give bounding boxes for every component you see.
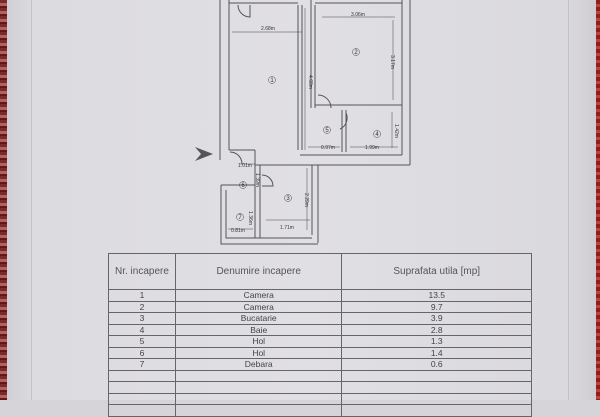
empty-cell xyxy=(174,392,343,405)
room-area-table: Nr. incapere Denumire incapere Suprafata… xyxy=(108,253,532,417)
cell-area: 1.3 xyxy=(341,335,532,348)
empty-cell xyxy=(108,404,176,417)
empty-cell xyxy=(341,381,532,394)
paper-fold-line xyxy=(31,0,32,400)
room-number: 4 xyxy=(375,132,379,138)
cell-nr: 3 xyxy=(108,312,176,325)
empty-table-row xyxy=(108,369,532,382)
empty-cell xyxy=(108,392,176,405)
dimension-label: 1.99m xyxy=(365,145,379,151)
room-number: 7 xyxy=(238,215,242,221)
empty-table-row xyxy=(108,404,532,417)
empty-cell xyxy=(108,369,176,382)
dimension-label: 1.01m xyxy=(238,163,252,169)
paper-fold-line xyxy=(568,0,569,400)
cell-nr: 2 xyxy=(108,300,176,313)
carpet-background-left xyxy=(0,0,7,400)
cell-name: Bucatarie xyxy=(174,312,343,325)
dimension-label: 3.06m xyxy=(351,12,365,18)
empty-cell xyxy=(341,392,532,405)
room-number: 2 xyxy=(354,50,358,56)
dimension-label: 0.81m xyxy=(231,228,245,234)
cell-nr: 4 xyxy=(108,323,176,336)
cell-name: Camera xyxy=(174,300,343,313)
empty-cell xyxy=(341,404,532,417)
cell-name: Debara xyxy=(174,358,343,371)
dimension-label: 1.36m xyxy=(247,211,253,225)
cell-nr: 7 xyxy=(108,358,176,371)
room-number: 5 xyxy=(325,128,329,134)
entrance-arrow-icon xyxy=(195,147,213,161)
empty-cell xyxy=(174,381,343,394)
dimension-label: 1.42m xyxy=(393,124,399,138)
room-number: 3 xyxy=(286,196,290,202)
dimension-label: 1.71m xyxy=(280,225,294,231)
empty-table-row xyxy=(108,392,532,405)
carpet-background-right xyxy=(596,0,600,400)
cell-name: Baie xyxy=(174,323,343,336)
header-usable-area: Suprafata utila [mp] xyxy=(341,253,532,290)
dimension-label: 1.39m xyxy=(254,173,260,187)
dimension-label: 4.68m xyxy=(307,75,313,89)
dimension-label: 2.68m xyxy=(261,26,275,32)
cell-name: Hol xyxy=(174,346,343,359)
empty-cell xyxy=(174,404,343,417)
empty-table-row xyxy=(108,381,532,394)
cell-area: 9.7 xyxy=(341,300,532,313)
header-room-name: Denumire incapere xyxy=(174,253,343,290)
cell-nr: 5 xyxy=(108,335,176,348)
room-number: 6 xyxy=(241,183,245,189)
cell-area: 13.5 xyxy=(341,289,532,302)
dimension-label: 3.17m xyxy=(389,55,395,69)
empty-cell xyxy=(174,369,343,382)
cell-name: Hol xyxy=(174,335,343,348)
cell-area: 1.4 xyxy=(341,346,532,359)
empty-cell xyxy=(341,369,532,382)
empty-cell xyxy=(108,381,176,394)
table-header-row: Nr. incapere Denumire incapere Suprafata… xyxy=(108,253,532,290)
dimension-label: 0.97m xyxy=(321,145,335,151)
cell-nr: 1 xyxy=(108,289,176,302)
cell-nr: 6 xyxy=(108,346,176,359)
header-room-number: Nr. incapere xyxy=(108,253,176,290)
room-number: 1 xyxy=(270,78,274,84)
cell-area: 2.8 xyxy=(341,323,532,336)
cell-area: 0.6 xyxy=(341,358,532,371)
cell-area: 3.9 xyxy=(341,312,532,325)
floor-plan: 1 2 3 4 5 6 7 2.68m 3.06m 4.68m 3.17m 1.… xyxy=(195,0,411,245)
dimension-label: 2.29m xyxy=(303,193,309,207)
cell-name: Camera xyxy=(174,289,343,302)
